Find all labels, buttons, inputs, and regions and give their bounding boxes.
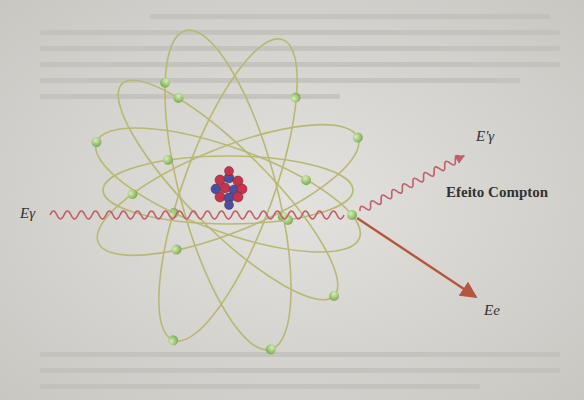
electron-orbits bbox=[77, 17, 378, 366]
scattered-energy-label: E'γ bbox=[476, 128, 494, 145]
electron-energy-label: Ee bbox=[484, 302, 500, 319]
nucleus bbox=[211, 167, 247, 210]
target-electron bbox=[347, 210, 357, 220]
scattered-photon bbox=[358, 153, 465, 215]
photon-energy-label: Eγ bbox=[20, 205, 35, 222]
incident-photon bbox=[50, 211, 344, 219]
blurred-text bbox=[40, 14, 560, 389]
figure-title-label: Efeito Compton bbox=[446, 184, 548, 201]
recoil-electron-arrow bbox=[357, 218, 476, 297]
